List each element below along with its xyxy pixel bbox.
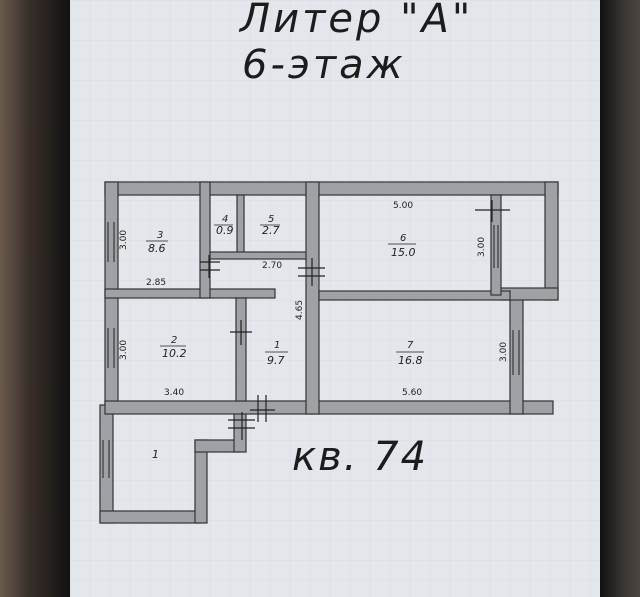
dim-corridor-width: 2.70 [262,261,282,271]
dim-room6-width: 5.00 [393,201,413,211]
dim-room3-height: 3.00 [119,230,129,250]
room-6-number: 6 [400,233,406,244]
room-labels: 3 8.6 4 0.9 5 2.7 6 15.0 2 10.2 1 9.7 7 … [146,214,424,461]
dim-room7-height: 3.00 [499,342,509,362]
room-2-number: 2 [171,335,177,346]
wall-left-lower [99,404,114,524]
wall-v-center [305,181,320,415]
plan-title: Литер "А" [238,0,473,42]
room-2-area: 10.2 [162,347,187,360]
room-7-number: 7 [407,340,414,351]
loggia-number: 1 [152,448,159,461]
wall-right-upper [544,181,559,301]
photo-screen: Литер "А" 6-этаж [70,0,600,597]
room-4-area: 0.9 [216,224,234,237]
apartment-label: кв. 74 [292,434,428,480]
walls [99,181,559,524]
dim-room7-width: 5.60 [402,388,422,398]
wall-bottom [104,400,554,415]
room-3-number: 3 [157,230,163,241]
room-1-area: 9.7 [267,354,285,367]
wall-loggia-step [194,439,241,453]
doors [200,200,510,440]
phone-frame-left [0,0,70,597]
dimension-labels: 3.00 2.85 2.70 5.00 3.00 4.65 3.00 3.40 … [119,201,509,398]
wall-h-6-7 [318,290,511,301]
phone-frame-right [600,0,640,597]
room-6-area: 15.0 [391,246,416,259]
wall-v-3 [199,181,211,299]
wall-v-4-5 [236,194,245,256]
room-4-number: 4 [222,214,228,225]
windows [102,222,520,478]
wall-h-4-5 [209,251,311,260]
dim-room2-height: 3.00 [119,340,129,360]
wall-v-2-1 [235,297,247,402]
wall-v-6-balcony [490,194,502,296]
plan-floor: 6-этаж [242,42,406,88]
room-1-number: 1 [274,340,280,351]
dim-room3-width: 2.85 [146,278,166,288]
room-5-number: 5 [268,214,274,225]
room-3-area: 8.6 [148,242,166,255]
wall-bottom-loggia [99,510,201,524]
wall-h-3-2 [104,288,276,299]
wall-top [104,181,559,196]
wall-right-lower [509,294,524,415]
dim-room6-height: 3.00 [477,237,487,257]
room-5-area: 2.7 [262,224,280,237]
wall-loggia-step-vert [233,409,247,453]
floor-plan: Литер "А" 6-этаж [70,0,600,597]
dim-room2-width: 3.40 [164,388,184,398]
room-7-area: 16.8 [398,354,423,367]
dim-corridor-length: 4.65 [295,300,305,320]
